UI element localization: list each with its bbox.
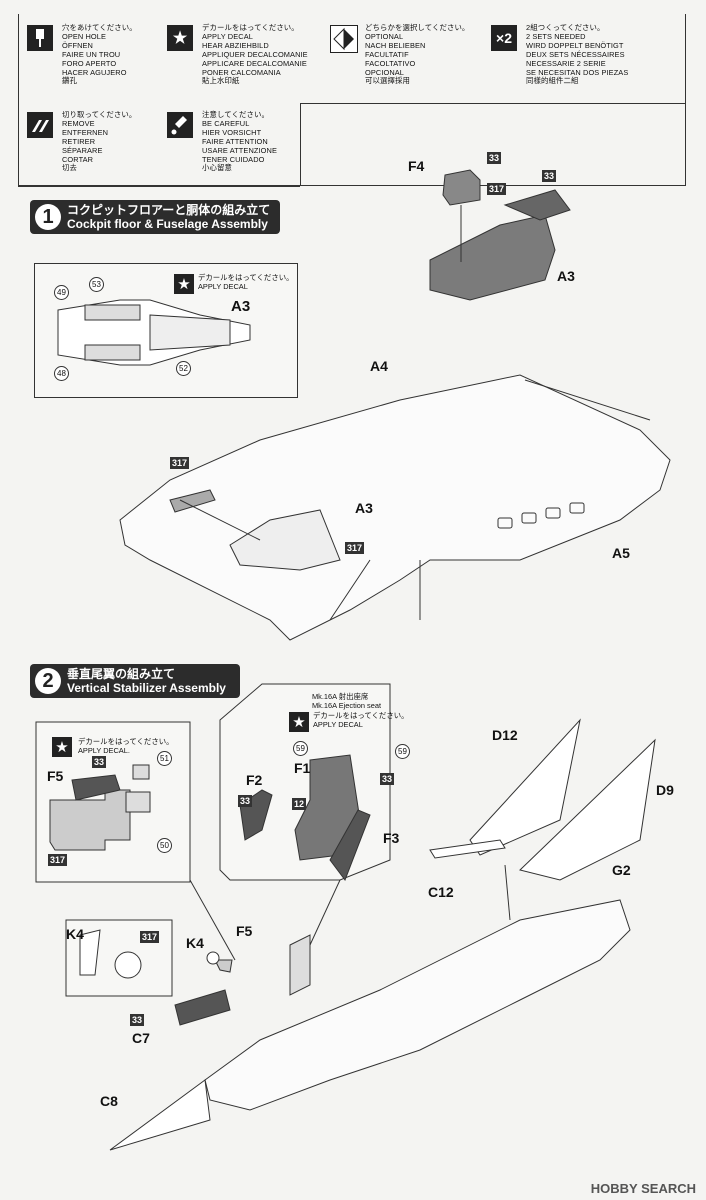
part-label: K4 — [186, 935, 204, 951]
part-label: G2 — [612, 862, 631, 878]
decal-number: 59 — [293, 741, 308, 756]
part-label: K4 — [66, 926, 84, 942]
legend-optional-text: どちらかを選択してください。 OPTIONAL NACH BELIEBEN FA… — [365, 23, 470, 86]
part-label: A4 — [370, 358, 388, 374]
part-label: C8 — [100, 1093, 118, 1109]
decal-number: 51 — [157, 751, 172, 766]
legend-right-bottom — [300, 103, 686, 104]
part-number: 317 — [140, 931, 160, 943]
optional-icon — [330, 25, 358, 53]
step1-decal-note: デカールをはってください。 APPLY DECAL — [198, 273, 294, 291]
step2-title-en: Vertical Stabilizer Assembly — [67, 681, 226, 695]
legend-right-border — [300, 103, 301, 186]
decal-number: 50 — [157, 838, 172, 853]
part-number: 33 — [92, 756, 107, 768]
part-number: 12 — [292, 798, 307, 810]
legend-panel — [18, 14, 686, 186]
part-number: 317 — [345, 542, 365, 554]
part-number: 33 — [380, 773, 395, 785]
star-icon: ★ — [289, 712, 309, 732]
two-sets-icon: ×2 — [491, 25, 517, 51]
part-label: C12 — [428, 884, 454, 900]
step1-title-en: Cockpit floor & Fuselage Assembly — [67, 217, 268, 231]
watermark: HOBBY SEARCH — [590, 1181, 696, 1196]
step1-number: 1 — [35, 204, 61, 230]
legend-apply-decal-text: デカールをはってください。 APPLY DECAL HEAR ABZIEHBIL… — [202, 23, 308, 86]
part-label: F5 — [47, 768, 64, 784]
star-icon: ★ — [52, 737, 72, 757]
part-label: D9 — [656, 782, 674, 798]
part-label: F2 — [246, 772, 263, 788]
seat-title: Mk.16A 射出座席 Mk.16A Ejection seat — [312, 692, 382, 710]
step2-decal-note: デカールをはってください。 APPLY DECAL. — [78, 737, 174, 755]
part-label: A3 — [557, 268, 575, 284]
legend-open-hole-text: 穴をあけてください。 OPEN HOLE ÖFFNEN FAIRE UN TRO… — [62, 23, 137, 86]
decal-number: 49 — [54, 285, 69, 300]
cut-icon — [27, 112, 53, 138]
seat-decal-note: デカールをはってください。 APPLY DECAL — [313, 711, 409, 729]
star-icon: ★ — [174, 274, 194, 294]
part-number: 33 — [542, 170, 557, 182]
step2-number: 2 — [35, 668, 61, 694]
careful-icon — [167, 112, 193, 138]
part-label: A3 — [355, 500, 373, 516]
decal-number: 52 — [176, 361, 191, 376]
part-number: 33 — [487, 152, 502, 164]
part-label: F3 — [383, 830, 400, 846]
step2-title-jp: 垂直尾翼の組み立て — [67, 667, 176, 681]
drill-icon — [27, 25, 53, 51]
decal-number: 48 — [54, 366, 69, 381]
legend-two-sets-text: 2組つくってください。 2 SETS NEEDED WIRD DOPPELT B… — [526, 23, 629, 86]
decal-number: 53 — [89, 277, 104, 292]
legend-lower-border — [18, 186, 300, 187]
part-label: A5 — [612, 545, 630, 561]
legend-remove-text: 切り取ってください。 REMOVE ENTFERNEN RETIRER SÉPA… — [62, 110, 137, 173]
part-number: 33 — [130, 1014, 145, 1026]
step2-header: 2 垂直尾翼の組み立て Vertical Stabilizer Assembly — [30, 664, 240, 698]
part-number: 317 — [487, 183, 507, 195]
step1-header: 1 コクピットフロアーと胴体の組み立て Cockpit floor & Fuse… — [30, 200, 280, 234]
part-label: F4 — [408, 158, 425, 174]
step1-title-jp: コクピットフロアーと胴体の組み立て — [67, 203, 271, 217]
legend-careful-text: 注意してください。 BE CAREFUL HIER VORSICHT FAIRE… — [202, 110, 277, 173]
part-label: C7 — [132, 1030, 150, 1046]
part-label: F1 — [294, 760, 311, 776]
decal-number: 59 — [395, 744, 410, 759]
part-number: 33 — [238, 795, 253, 807]
part-number: 317 — [170, 457, 190, 469]
part-label: F5 — [236, 923, 253, 939]
part-number: 317 — [48, 854, 68, 866]
part-label: D12 — [492, 727, 518, 743]
part-label: A3 — [231, 298, 251, 315]
star-icon: ★ — [167, 25, 193, 51]
